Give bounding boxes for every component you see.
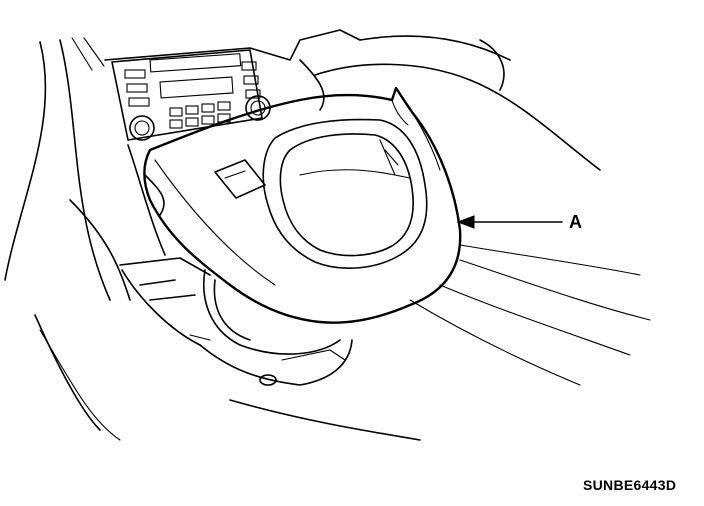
console-bolt-icon (259, 374, 277, 386)
figure-code: SUNBE6443D (583, 477, 677, 493)
head-unit-buttons (124, 61, 261, 129)
console-body (119, 144, 353, 386)
hazard-switch-icon (214, 159, 266, 199)
callout-leader-a (456, 215, 563, 229)
volume-knob-icon (129, 115, 155, 141)
callout-label-a: A (569, 212, 582, 232)
floor-lines (229, 244, 651, 441)
left-panel-lines (4, 37, 131, 441)
shift-surround-cover-a (143, 86, 462, 324)
dashboard-outline (104, 29, 601, 171)
audio-head-unit (111, 49, 271, 141)
